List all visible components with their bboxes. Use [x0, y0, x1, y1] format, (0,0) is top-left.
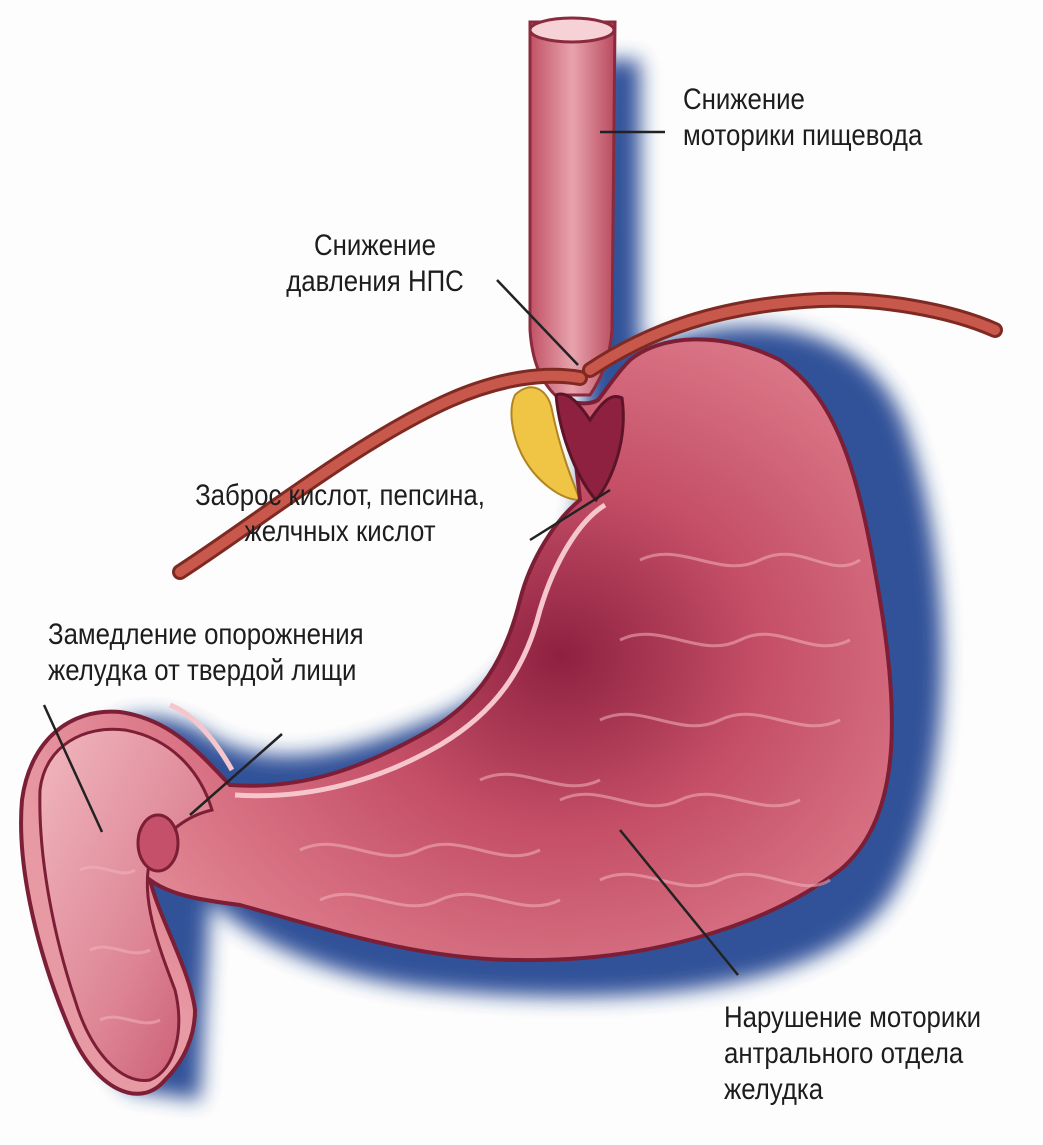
label-reflux: Заброс кислот, пепсина, желчных кислот: [177, 478, 504, 550]
label-antral-motility: Нарушение моторики антрального отдела же…: [724, 1000, 981, 1108]
esophagus: [530, 18, 615, 395]
label-esophagus-motility: Снижение моторики пищевода: [683, 82, 922, 154]
label-gastric-emptying: Замедление опорожнения желудка от твердо…: [48, 617, 364, 689]
label-les-pressure: Снижение давления НПС: [285, 228, 466, 300]
